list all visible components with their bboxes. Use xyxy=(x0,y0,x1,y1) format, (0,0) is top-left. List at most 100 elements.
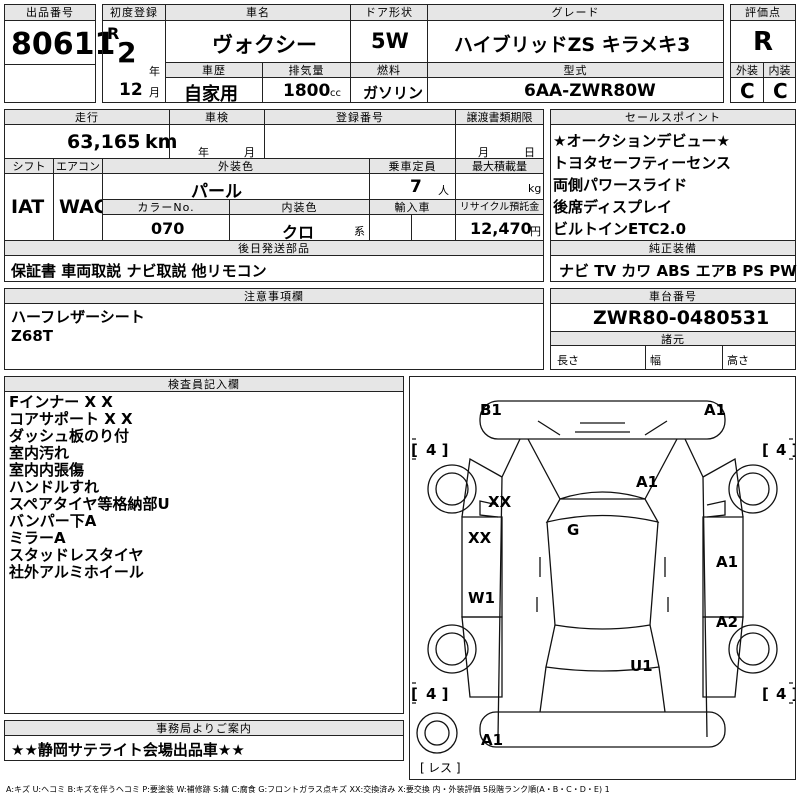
damage-mark: U1 xyxy=(630,657,653,675)
ac-cell: WAC xyxy=(53,173,108,241)
equipment: ナビ TV カワ ABS エアB PS PW xyxy=(559,262,797,280)
color-number: 070 xyxy=(151,219,185,238)
transfer-month-unit: 月 xyxy=(478,146,489,159)
grade-cell: ハイブリッドZS キラメキ3 xyxy=(427,20,724,63)
recycle-label: リサイクル預託金 xyxy=(455,199,544,215)
width-cell: 幅 xyxy=(645,345,723,370)
mileage-label: 走行 xyxy=(4,109,170,125)
lot-cell: 80611 xyxy=(4,20,115,65)
car-name: ヴォクシー xyxy=(212,33,317,57)
year-unit: 年 xyxy=(149,65,160,78)
int-label: 内装 xyxy=(763,62,796,78)
inspector-item: ミラーA xyxy=(9,529,66,547)
sales-point-cell: ★オークションデビュー★ トヨタセーフティーセンス 両側パワースライド 後席ディ… xyxy=(550,124,796,241)
ext-grade: C xyxy=(740,79,755,103)
equip-label: 純正装備 xyxy=(550,240,796,256)
import-cell-a xyxy=(369,214,412,241)
transfer-day-unit: 日 xyxy=(524,146,535,159)
inspector-item: スペアタイヤ等格納部U xyxy=(9,495,170,513)
later-parts: 保証書 車両取説 ナビ取説 他リモコン xyxy=(11,262,267,280)
ext-label: 外装 xyxy=(730,62,764,78)
month-unit: 月 xyxy=(149,86,160,99)
recycle-fee: 12,470 xyxy=(470,219,532,238)
import-cell-b xyxy=(411,214,456,241)
tire-tread: 4 ] xyxy=(426,685,449,703)
ac: WAC xyxy=(59,196,108,218)
sales-point-item: トヨタセーフティーセンス xyxy=(553,154,731,172)
office-label: 事務局よりご案内 xyxy=(4,720,404,736)
history-cell: 自家用 xyxy=(165,77,263,105)
import-label: 輸入車 xyxy=(369,199,456,215)
history: 自家用 xyxy=(184,84,238,105)
displacement-unit: cc xyxy=(330,88,341,99)
inspector-item: 室内内張傷 xyxy=(9,461,85,479)
inspector-item: バンパー下A xyxy=(9,512,97,530)
first-reg-label: 初度登録 xyxy=(102,4,166,21)
damage-mark: A1 xyxy=(481,731,503,749)
rating-cell: R xyxy=(730,20,796,63)
sales-point-item: ★オークションデビュー★ xyxy=(553,132,730,150)
car-name-cell: ヴォクシー xyxy=(165,20,351,63)
transfer-cell: 月 日 xyxy=(455,124,544,159)
chassis-cell: ZWR80-0480531 xyxy=(550,303,796,332)
capacity: 7 xyxy=(410,177,422,197)
load-cell: kg xyxy=(455,173,544,200)
spare-bracket: [ xyxy=(420,761,425,775)
inspector-item: 室内汚れ xyxy=(9,444,70,462)
tire-tread: 4 ] xyxy=(776,685,795,703)
capacity-cell: 7 人 xyxy=(369,173,456,200)
sales-point-label: セールスポイント xyxy=(550,109,796,125)
damage-mark: G xyxy=(567,521,579,539)
shift-cell: IAT xyxy=(4,173,54,241)
office-cell: ★★静岡サテライト会場出品車★★ xyxy=(4,735,404,761)
tire-bracket: [ xyxy=(762,685,769,703)
fuel-cell: ガソリン xyxy=(350,77,428,103)
mileage-cell: 63,165 km xyxy=(4,124,177,159)
height-cell: 高さ xyxy=(722,345,796,370)
caution-line: Z68T xyxy=(11,327,53,345)
lot-blank xyxy=(4,64,96,103)
car-diagram: B1 A1 A1 XX XX G A1 W1 A2 U1 A1 [ 4 ] [ … xyxy=(411,400,795,775)
inspector-item: 社外アルミホイール xyxy=(9,563,144,581)
color-cell: パール xyxy=(102,173,370,202)
car-diagram-panel: B1 A1 A1 XX XX G A1 W1 A2 U1 A1 [ 4 ] [ … xyxy=(409,376,796,780)
damage-mark: W1 xyxy=(468,589,495,607)
model-cell: 6AA-ZWR80W xyxy=(427,77,724,103)
fuel-label: 燃料 xyxy=(350,62,428,78)
sales-point-item: 両側パワースライド xyxy=(553,176,688,194)
load-unit: kg xyxy=(528,182,542,195)
intcolor-label: 内装色 xyxy=(229,199,370,215)
chassis-number: ZWR80-0480531 xyxy=(593,307,770,329)
caution-line: ハーフレザーシート xyxy=(11,308,145,326)
dims-label: 諸元 xyxy=(550,331,796,346)
capacity-label: 乗車定員 xyxy=(369,158,456,174)
damage-mark: XX xyxy=(488,493,512,511)
intcolor-cell: クロ 系 xyxy=(229,214,370,242)
era: R xyxy=(107,24,120,43)
damage-mark: A1 xyxy=(716,553,738,571)
chassis-label: 車台番号 xyxy=(550,288,796,304)
shift: IAT xyxy=(11,196,45,218)
tire-tread: 4 ] xyxy=(426,441,449,459)
int-cell: C xyxy=(763,77,796,103)
width-label: 幅 xyxy=(650,354,661,367)
inspection-cell: 年 月 xyxy=(169,124,265,159)
rating-label: 評価点 xyxy=(730,4,796,21)
inspector-label: 検査員記入欄 xyxy=(4,376,404,392)
sales-point-item: ビルトインETC2.0 xyxy=(553,220,687,238)
later-parts-label: 後日発送部品 xyxy=(4,240,544,256)
int-color-unit: 系 xyxy=(354,225,365,238)
regno-cell xyxy=(264,124,456,159)
colorno-label: カラーNo. xyxy=(102,199,230,215)
recycle-cell: 12,470 円 xyxy=(455,214,544,241)
model: 6AA-ZWR80W xyxy=(524,81,656,101)
inspector-item: Fインナー X X xyxy=(9,393,113,411)
caution-cell: ハーフレザーシート Z68T xyxy=(4,303,544,370)
displacement-label: 排気量 xyxy=(262,62,351,78)
car-name-label: 車名 xyxy=(165,4,351,21)
legend: A:キズ U:ヘコミ B:キズを伴うヘコミ P:要塗装 W:補修跡 S:錆 C:… xyxy=(6,785,610,794)
first-reg-cell: R 2 年 12 月 xyxy=(102,20,166,103)
tire-bracket: [ xyxy=(411,441,418,459)
reg-year: 2 xyxy=(117,36,137,69)
height-label: 高さ xyxy=(727,354,749,367)
